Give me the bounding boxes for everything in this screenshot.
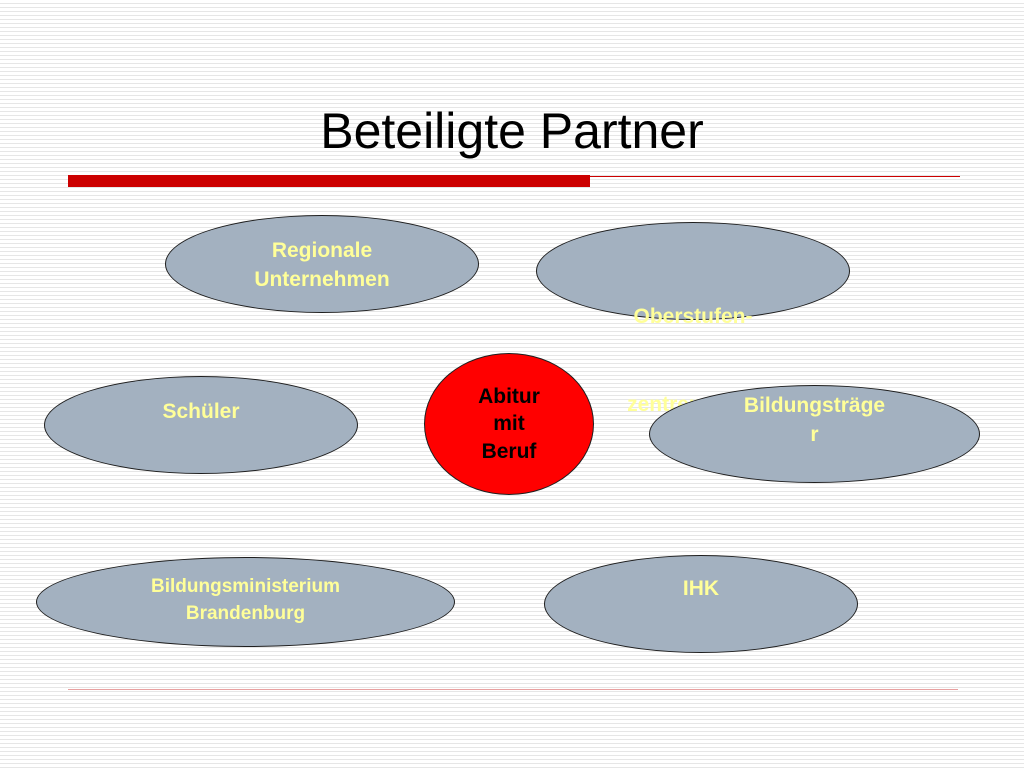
node-label: Bildungsministerium Brandenburg — [151, 576, 340, 624]
title-underline-thick — [68, 175, 590, 187]
partner-node-schueler: Schüler — [44, 376, 358, 474]
title-underline-thin — [590, 176, 960, 177]
slide-title: Beteiligte Partner — [320, 103, 704, 159]
footer-divider — [68, 689, 958, 690]
partner-node-bildungsministerium: Bildungsministerium Brandenburg — [36, 557, 455, 647]
partner-node-regionale-unternehmen: Regionale Unternehmen — [165, 215, 479, 313]
center-label: Abitur mit Beruf — [478, 385, 540, 463]
node-label: Regionale Unternehmen — [254, 239, 390, 292]
node-label: Bildungsträge r — [743, 394, 886, 447]
partner-node-oberstufenzentren: Oberstufen- zentren OHV — [536, 222, 850, 416]
node-label: Schüler — [162, 400, 240, 423]
partner-node-ihk: IHK — [544, 555, 858, 653]
partner-node-bildungstraeger: Bildungsträge r — [649, 385, 980, 483]
node-label: IHK — [682, 577, 720, 600]
center-node-abitur-mit-beruf: Abitur mit Beruf — [424, 353, 594, 495]
